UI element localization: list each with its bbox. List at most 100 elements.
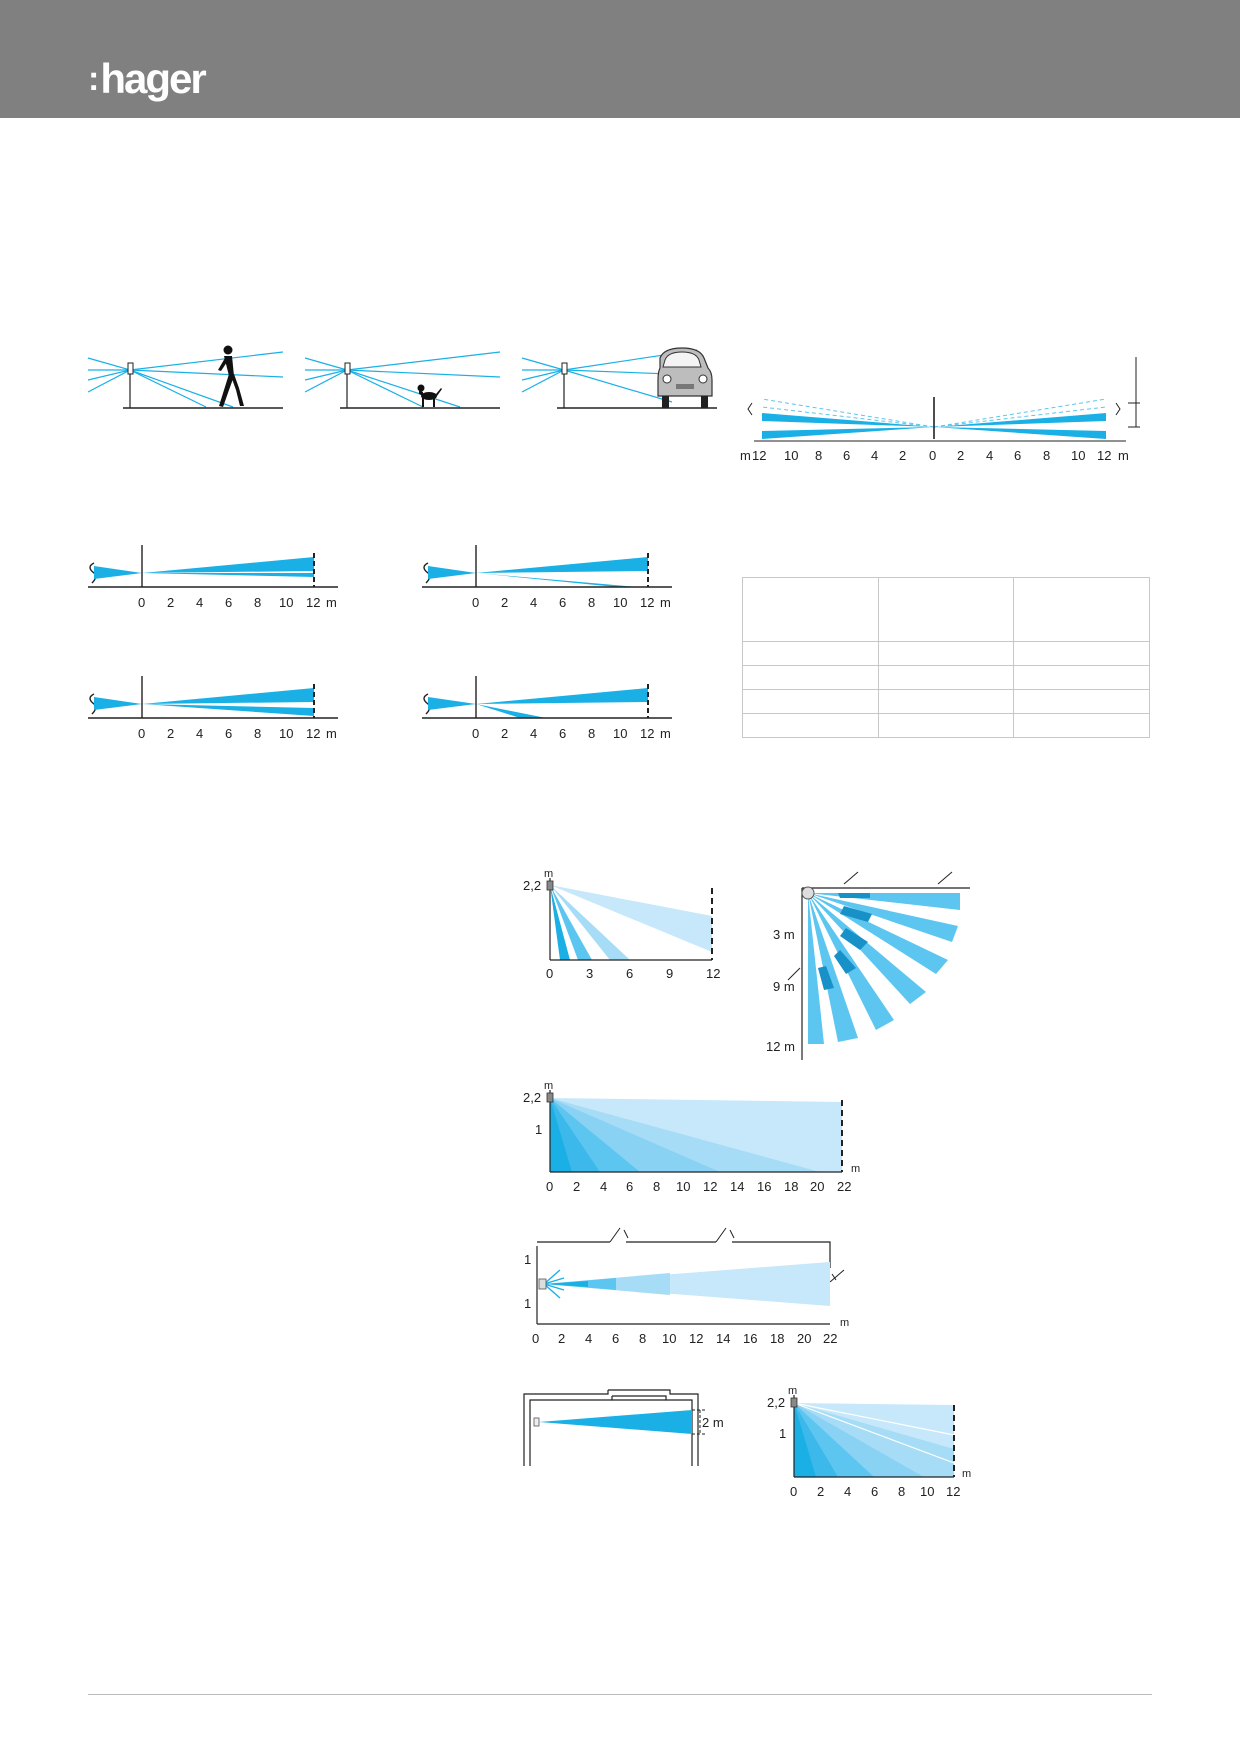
svg-text:10: 10	[613, 595, 627, 610]
diagram-corner-top-view: 3 m 9 m 12 m	[766, 871, 970, 1060]
svg-text:1: 1	[535, 1122, 542, 1137]
svg-text:0: 0	[138, 726, 145, 741]
svg-text:22: 22	[837, 1179, 851, 1194]
empty-table	[742, 577, 1150, 738]
hager-logo: :hager	[88, 55, 207, 102]
svg-text:16: 16	[757, 1179, 771, 1194]
scale-right-ticks: 2 4 6 8 10 12	[957, 448, 1111, 463]
svg-text:6: 6	[559, 595, 566, 610]
svg-text:2 m: 2 m	[702, 1415, 724, 1430]
svg-text:m: m	[660, 726, 671, 741]
svg-text:12: 12	[946, 1484, 960, 1499]
svg-text:4: 4	[844, 1484, 851, 1499]
svg-text:4: 4	[600, 1179, 607, 1194]
scale-unit-right: m	[1118, 448, 1129, 463]
svg-text:6: 6	[1014, 448, 1021, 463]
svg-text:0: 0	[532, 1331, 539, 1346]
svg-text:0: 0	[472, 595, 479, 610]
svg-text:4: 4	[986, 448, 993, 463]
svg-text:4: 4	[196, 726, 203, 741]
svg-text:8: 8	[1043, 448, 1050, 463]
svg-text:m: m	[544, 1080, 553, 1092]
svg-text:10: 10	[1071, 448, 1085, 463]
svg-text:6: 6	[559, 726, 566, 741]
svg-text:22: 22	[823, 1331, 837, 1346]
dog-icon	[417, 384, 442, 407]
svg-text:m: m	[851, 1163, 860, 1175]
svg-text:14: 14	[730, 1179, 744, 1194]
svg-text:8: 8	[588, 726, 595, 741]
svg-text:12: 12	[306, 726, 320, 741]
svg-text:10: 10	[613, 726, 627, 741]
svg-text:3 m: 3 m	[773, 927, 795, 942]
header-bar: :hager	[0, 0, 1240, 118]
scale-center-tick: 0	[929, 448, 936, 463]
svg-text:6: 6	[626, 966, 633, 981]
svg-text:2,2: 2,2	[767, 1395, 785, 1410]
svg-text:2: 2	[899, 448, 906, 463]
svg-text:2: 2	[167, 726, 174, 741]
svg-text:6: 6	[225, 595, 232, 610]
svg-text:8: 8	[254, 595, 261, 610]
svg-text:2: 2	[167, 595, 174, 610]
diagram-animal-detection	[304, 351, 501, 409]
svg-text:6: 6	[843, 448, 850, 463]
footer-rule	[88, 1694, 1152, 1695]
svg-text:10: 10	[676, 1179, 690, 1194]
svg-text:12: 12	[640, 726, 654, 741]
svg-text:10: 10	[662, 1331, 676, 1346]
svg-text:10: 10	[279, 595, 293, 610]
svg-text:m: m	[326, 595, 337, 610]
svg-text:4: 4	[530, 726, 537, 741]
svg-text:0: 0	[546, 1179, 553, 1194]
svg-text:2: 2	[817, 1484, 824, 1499]
svg-text:12: 12	[703, 1179, 717, 1194]
svg-text:m: m	[840, 1317, 849, 1329]
svg-text:4: 4	[585, 1331, 592, 1346]
svg-text:12: 12	[689, 1331, 703, 1346]
svg-text:10: 10	[279, 726, 293, 741]
diagram-vehicle-detection	[521, 347, 717, 409]
svg-text:8: 8	[653, 1179, 660, 1194]
svg-text:9 m: 9 m	[773, 979, 795, 994]
svg-text:18: 18	[784, 1179, 798, 1194]
svg-text:m: m	[962, 1468, 971, 1480]
svg-text:10: 10	[920, 1484, 934, 1499]
svg-text:4: 4	[530, 595, 537, 610]
svg-text:2: 2	[501, 726, 508, 741]
svg-text:3: 3	[586, 966, 593, 981]
svg-text:1: 1	[779, 1426, 786, 1441]
person-icon	[218, 345, 244, 407]
svg-text:m: m	[326, 726, 337, 741]
svg-text:0: 0	[546, 966, 553, 981]
svg-text:12 m: 12 m	[766, 1039, 795, 1054]
svg-text:m: m	[788, 1385, 797, 1397]
svg-text:12: 12	[706, 966, 720, 981]
svg-text:12: 12	[752, 448, 766, 463]
fan-beams	[808, 893, 960, 1044]
svg-text:4: 4	[196, 595, 203, 610]
svg-text:1: 1	[524, 1296, 531, 1311]
svg-text:0: 0	[138, 595, 145, 610]
svg-text:2,2: 2,2	[523, 878, 541, 893]
beam-left	[761, 398, 935, 439]
svg-text:12: 12	[1097, 448, 1111, 463]
svg-text:2: 2	[957, 448, 964, 463]
svg-text:18: 18	[770, 1331, 784, 1346]
svg-text:m: m	[544, 868, 553, 880]
svg-text:m: m	[660, 595, 671, 610]
svg-text:2,2: 2,2	[523, 1090, 541, 1105]
svg-text:14: 14	[716, 1331, 730, 1346]
diagram-room-beam-width: 2 m	[523, 1389, 724, 1466]
svg-text:10: 10	[784, 448, 798, 463]
svg-text:2: 2	[573, 1179, 580, 1194]
svg-text:8: 8	[588, 595, 595, 610]
svg-text:2: 2	[501, 595, 508, 610]
